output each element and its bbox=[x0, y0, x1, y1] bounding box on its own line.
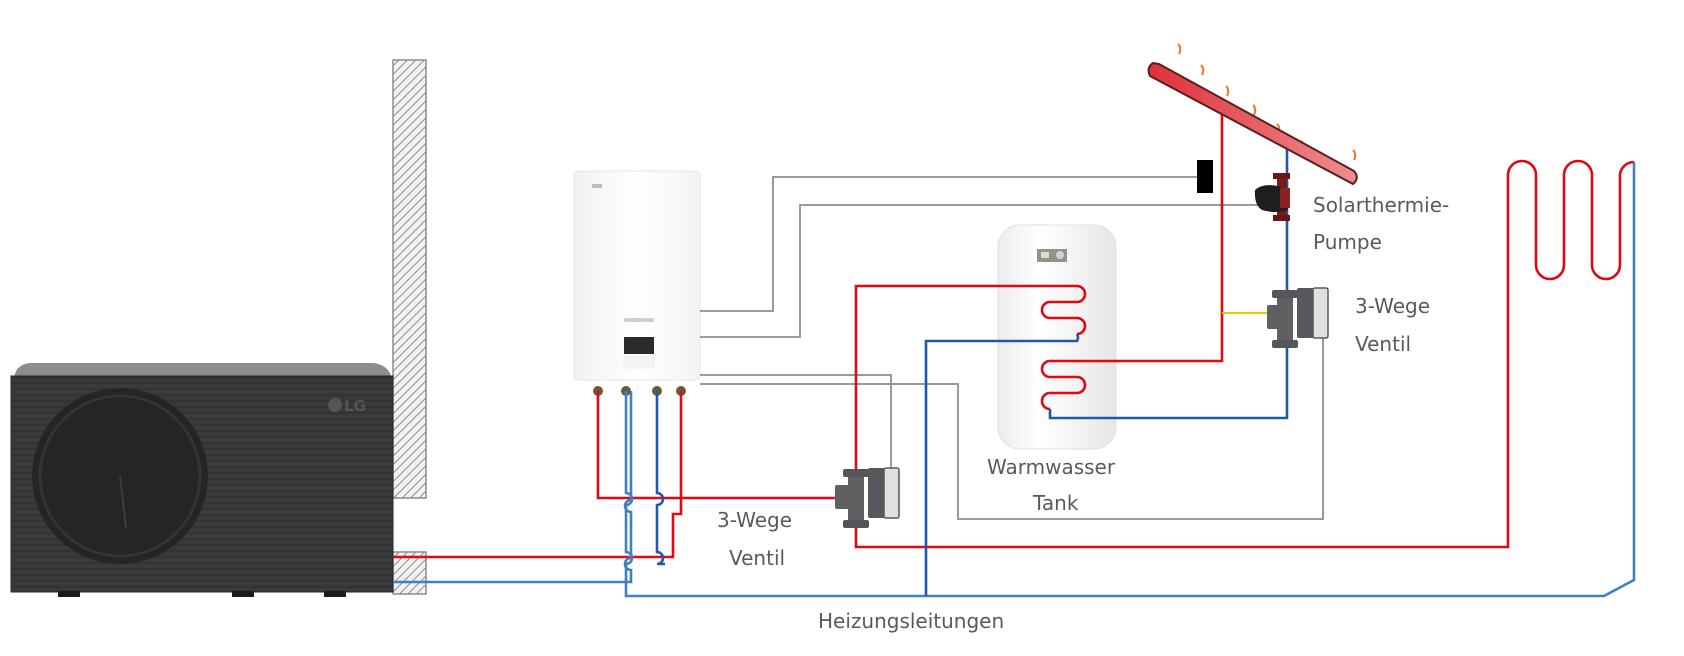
label-heating-pipes: Heizungsleitungen bbox=[818, 609, 1004, 633]
pipe-hot-outdoor bbox=[393, 391, 683, 559]
solar-controller-icon bbox=[1197, 160, 1213, 193]
pipe-cold-return bbox=[624, 162, 1636, 598]
pump-flange-bottom bbox=[1273, 215, 1290, 221]
label-valve-lower: 3-Wege bbox=[717, 508, 792, 532]
label-valve-upper: 3-Wege bbox=[1355, 294, 1430, 318]
lg-logo-icon bbox=[328, 398, 342, 412]
indoor-unit-body bbox=[573, 170, 701, 381]
heat-ray-icon bbox=[1200, 64, 1205, 76]
pipe-cold-indoor-2 bbox=[655, 391, 665, 566]
valve-flange bbox=[1272, 290, 1298, 298]
tank-body bbox=[997, 224, 1117, 450]
label-solar-pump-2: Pumpe bbox=[1313, 230, 1382, 254]
outdoor-unit-foot bbox=[232, 591, 254, 597]
pipe-hot-indoor-valve bbox=[596, 391, 835, 500]
valve-actuator-cover bbox=[883, 467, 900, 519]
hot-water-tank bbox=[997, 224, 1117, 450]
wire-upper-valve bbox=[700, 336, 1324, 520]
label-solar-pump: Solarthermie- bbox=[1313, 193, 1449, 217]
heat-ray-icon bbox=[1252, 104, 1257, 116]
label-valve-upper-2: Ventil bbox=[1355, 332, 1411, 356]
indoor-unit-display-icon bbox=[624, 337, 654, 354]
control-wires bbox=[700, 176, 1324, 520]
pipe-hot-heating bbox=[854, 159, 1635, 549]
outdoor-unit-top bbox=[14, 363, 392, 378]
fan-spoke bbox=[119, 475, 127, 529]
heat-ray-icon bbox=[1225, 85, 1230, 97]
label-valve-lower-2: Ventil bbox=[729, 546, 785, 570]
cold-pipes bbox=[393, 145, 1636, 598]
solar-collector bbox=[1147, 43, 1358, 186]
valve-flange bbox=[843, 520, 869, 528]
pipe-hot-tank-feed bbox=[854, 284, 1087, 478]
fan-grille-inner bbox=[38, 394, 202, 558]
indoor-unit-keypad bbox=[623, 355, 655, 369]
wire-controller bbox=[700, 176, 1203, 312]
indoor-unit-badge bbox=[624, 318, 654, 322]
solar-collector-panel bbox=[1147, 61, 1358, 186]
pipe-cold-outdoor bbox=[393, 391, 633, 584]
valve-upper bbox=[1267, 287, 1329, 348]
brand-label: LG bbox=[344, 397, 366, 415]
solar-pump bbox=[1254, 173, 1290, 221]
tank-gauge-display bbox=[1041, 252, 1049, 258]
heat-ray-icon bbox=[1352, 149, 1357, 161]
outdoor-unit: LG bbox=[10, 363, 394, 597]
valve-body bbox=[848, 470, 864, 528]
pipe-cold-tank-return bbox=[924, 333, 1080, 596]
valve-flange bbox=[1272, 340, 1298, 348]
indoor-unit-logo bbox=[592, 184, 602, 188]
pump-flange-top bbox=[1273, 173, 1290, 179]
valve-actuator-cover bbox=[1312, 287, 1329, 339]
pipe-cold-solar bbox=[1048, 348, 1289, 420]
hot-pipes bbox=[393, 107, 1635, 559]
valve-actuator-icon bbox=[1297, 288, 1314, 338]
pump-housing bbox=[1280, 188, 1290, 208]
tank-gauge-dial bbox=[1056, 251, 1064, 259]
valve-inlet bbox=[835, 485, 851, 509]
valve-inlet bbox=[1267, 305, 1283, 329]
indoor-unit bbox=[573, 170, 701, 396]
house-wall bbox=[392, 59, 427, 595]
heat-rays bbox=[1177, 43, 1357, 172]
outdoor-unit-foot bbox=[324, 591, 346, 597]
pipe-hot-solar bbox=[1040, 107, 1224, 411]
label-tank: Warmwasser bbox=[987, 455, 1116, 479]
pump-motor-icon bbox=[1254, 185, 1288, 212]
wire-solar-pump bbox=[700, 204, 1260, 338]
label-tank-2: Tank bbox=[1032, 491, 1079, 515]
wall-upper-segment bbox=[392, 59, 427, 499]
valve-lower bbox=[835, 467, 900, 528]
valve-actuator-icon bbox=[868, 468, 885, 518]
outdoor-unit-foot bbox=[58, 591, 80, 597]
valve-flange bbox=[843, 469, 869, 477]
heat-ray-icon bbox=[1177, 43, 1182, 55]
valve-body bbox=[1277, 290, 1293, 348]
wire-lower-valve bbox=[700, 374, 892, 478]
